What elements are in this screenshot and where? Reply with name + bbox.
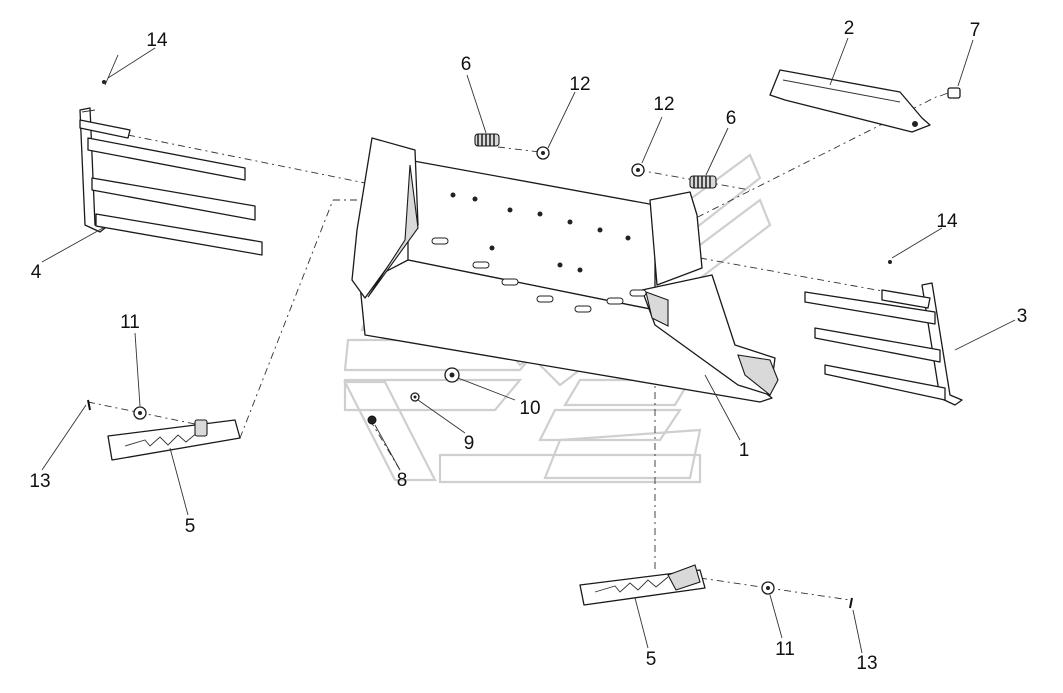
callout-9: 9 [464, 433, 475, 454]
callout-6-left: 6 [461, 54, 472, 75]
spring-part-6-left [474, 133, 500, 147]
spring-part-6-right [689, 175, 717, 189]
callout-13-left: 13 [29, 471, 50, 492]
pin-part-13-right [849, 597, 853, 609]
bracket-part-2 [769, 69, 931, 133]
main-frame-part-1 [351, 137, 779, 403]
washer-part-9 [410, 392, 420, 402]
latch-part-5-right [579, 564, 706, 606]
rack-part-3 [804, 260, 963, 406]
callout-3: 3 [1017, 306, 1028, 327]
callout-14-right: 14 [936, 211, 958, 232]
washer-part-10 [444, 367, 460, 383]
pin-part-13-left [87, 399, 91, 411]
washer-part-12-right [631, 163, 645, 177]
rack-part-4 [79, 54, 263, 256]
callout-4: 4 [31, 262, 42, 283]
washer-part-11-right [761, 581, 775, 595]
callout-11-left: 11 [120, 312, 140, 333]
callout-13-right: 13 [856, 653, 877, 674]
callout-14-left: 14 [146, 30, 168, 51]
latch-part-5-left [107, 419, 241, 461]
nut-part-8 [367, 415, 377, 425]
washer-part-12-left [536, 146, 550, 160]
callout-12-left: 12 [569, 74, 590, 95]
callout-8: 8 [397, 470, 408, 491]
callout-7: 7 [970, 20, 981, 41]
callout-labels: 1 2 3 4 5 5 6 6 7 8 9 10 11 11 12 12 13 … [29, 18, 1027, 674]
callout-6-right: 6 [726, 108, 737, 129]
callout-10: 10 [519, 398, 540, 419]
washer-part-11-left [133, 406, 147, 420]
callout-1: 1 [739, 440, 750, 461]
bolt-part-7 [939, 87, 961, 99]
callout-2: 2 [844, 18, 855, 39]
callout-11-right: 11 [775, 639, 795, 660]
callout-5-right: 5 [646, 649, 657, 670]
callout-5-left: 5 [185, 516, 196, 537]
callout-12-right: 12 [653, 94, 674, 115]
callout-leaders [41, 37, 1016, 654]
